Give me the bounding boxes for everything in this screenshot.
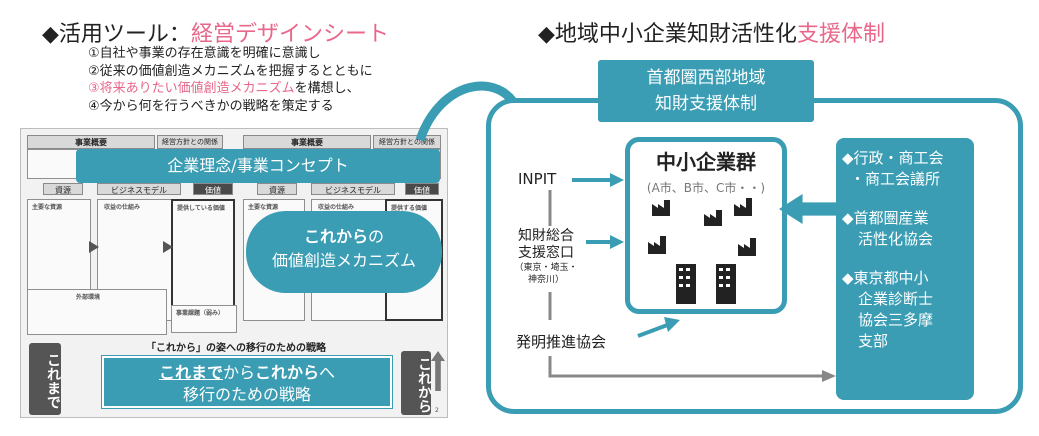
value-header-right: 価値 xyxy=(405,183,439,195)
transition-header: 「これから」の姿への移行のための戦略 xyxy=(146,343,326,354)
step-2: ②従来の価値創造メカニズムを把握するとともに xyxy=(88,63,373,79)
resources-header-right: 資源 xyxy=(257,183,297,195)
system-tag: 首都圏西部地域 知財支援体制 xyxy=(598,60,814,122)
diamond-bullet: ◆ xyxy=(538,22,555,47)
arrow-right-icon xyxy=(163,241,173,253)
step-1: ①自社や事業の存在意識を明確に意識し xyxy=(88,46,321,61)
side-label-right: これから xyxy=(401,351,432,415)
right-section-title: ◆地域中小企業知財活性化支援体制 xyxy=(538,22,885,47)
side-label-left: これまで xyxy=(29,343,61,415)
overview-header-left: 事業概要 xyxy=(27,135,155,149)
arrow-right-icon xyxy=(89,241,99,253)
steps-list: ①自社や事業の存在意識を明確に意識し ②従来の価値創造メカニズムを把握するととも… xyxy=(88,45,373,115)
strategy-banner: これまでからこれからへ 移行のための戦略 xyxy=(101,355,393,409)
step-4: ④今から何を行うべきかの戦略を策定する xyxy=(88,98,334,114)
challenges-box: 事業課題（弱み） xyxy=(171,305,237,333)
tool-name: 経営デザインシート xyxy=(190,22,389,47)
step-3: ③将来ありたい価値創造メカニズムを構想し、 xyxy=(88,81,360,96)
support-org-consultants: ◆東京都中小 xyxy=(842,269,929,287)
sme-title: 中小企業群 xyxy=(656,150,756,174)
business-model-header-left: ビジネスモデル xyxy=(97,183,181,195)
arrow-up-icon xyxy=(431,351,445,391)
external-env-box: 外部環境 xyxy=(27,289,167,335)
overview-header-right: 事業概要 xyxy=(243,135,371,149)
left-section-title: ◆活用ツール：経営デザインシート xyxy=(42,22,389,47)
future-mechanism-bubble: これからの 価値創造メカニズム xyxy=(246,211,442,293)
invention-association-label: 発明推進協会 xyxy=(516,333,607,351)
inpit-label: INPIT xyxy=(518,170,557,188)
support-org-industry: ◆首都圏産業 xyxy=(842,209,929,227)
factory-building-icons xyxy=(648,198,756,304)
support-org-chamber: ◆行政・商工会 xyxy=(842,149,944,167)
value-box-left: 提供している価値 xyxy=(171,199,235,321)
support-orgs-panel: ◆行政・商工会 ・商工会議所 ◆首都圏産業 活性化協会 ◆東京都中小 企業診断士… xyxy=(836,138,974,400)
business-model-header-right: ビジネスモデル xyxy=(311,183,395,195)
sme-subtitle: (A市、B市、C市・・) xyxy=(646,181,766,195)
resources-header-left: 資源 xyxy=(43,183,83,195)
ip-window-label: 知財総合 支援窓口 （東京・埼玉・ 神奈川） xyxy=(514,228,578,285)
sme-group-box: 中小企業群 (A市、B市、C市・・) xyxy=(625,137,787,314)
policy-header-left: 経営方針との関係 xyxy=(157,135,223,149)
diamond-bullet: ◆ xyxy=(42,22,59,47)
concept-banner: 企業理念/事業コンセプト xyxy=(76,149,440,183)
page-number: 2 xyxy=(435,407,439,414)
value-header-left: 価値 xyxy=(193,183,233,195)
flow-arrows xyxy=(548,173,836,382)
